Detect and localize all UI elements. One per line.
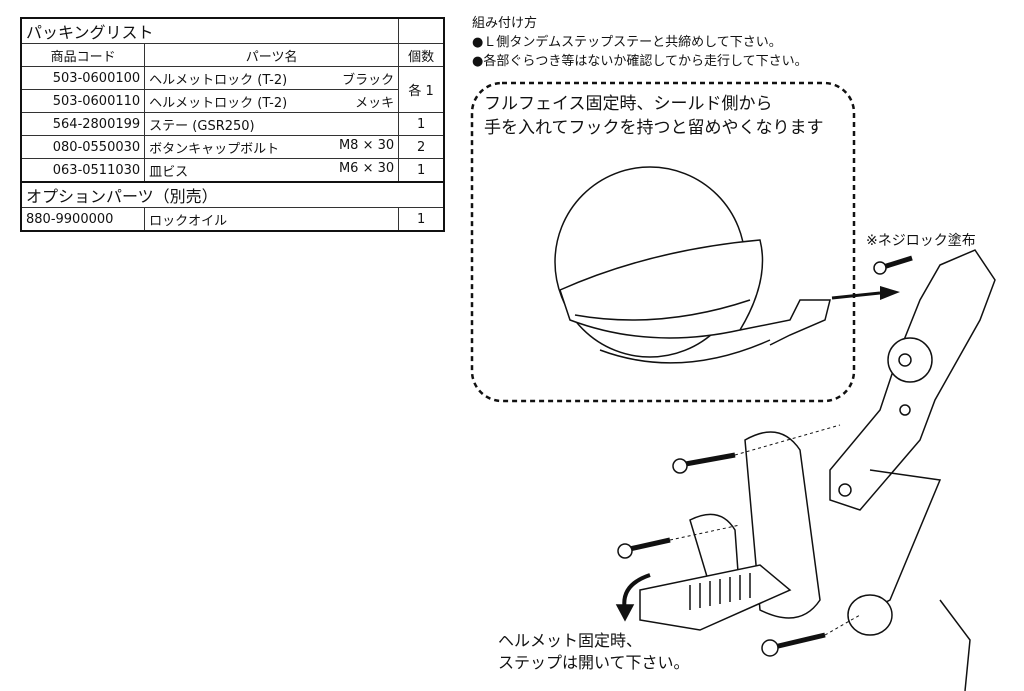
part-spec: ブラック [342,72,395,88]
assembly-step: ●Ｌ側タンデムステップステーと共締めして下さい。 [472,35,782,50]
qty: 1 [398,112,445,136]
part-spec: M8 × 30 [338,137,395,153]
step-note-line: ステップは開いて下さい。 [498,653,690,672]
header-name: パーツ名 [144,43,400,67]
part-name: 皿ビス [149,164,189,180]
part-name: ヘルメットロック (T-2) [149,95,288,111]
callout-box [470,81,856,403]
part-name: ヘルメットロック (T-2) [149,72,288,88]
callout-line: フルフェイス固定時、シールド側から [484,94,773,114]
qty: 2 [398,135,445,159]
code: 880-9900000 [20,207,146,232]
assembly-instructions: 組み付け方 ●Ｌ側タンデムステップステーと共締めして下さい。 ●各部ぐらつき等は… [472,14,808,71]
part-name: ボタンキャップボルト [149,141,280,157]
qty: 各 1 [398,66,445,113]
helmet-illustration [554,166,831,364]
option-title: オプションパーツ（別売） [20,181,445,208]
step-note: ヘルメット固定時、 ステップは開いて下さい。 [498,630,690,674]
code: 503-0600110 [20,89,146,113]
code: 564-2800199 [20,112,146,136]
qty: 1 [398,207,445,232]
code: 080-0550030 [20,135,146,159]
assembly-title: 組み付け方 [472,16,538,31]
code: 063-0511030 [20,158,146,183]
callout-line: 手を入れてフックを持つと留めやくなります [484,118,824,138]
arrow [831,291,881,300]
callout-text: フルフェイス固定時、シールド側から 手を入れてフックを持つと留めやくなります [484,92,824,140]
bracket-illustration [615,249,996,691]
step-note-line: ヘルメット固定時、 [498,631,643,650]
arrow-head [880,286,900,300]
assembly-step: ●各部ぐらつき等はないか確認してから走行して下さい。 [472,54,808,69]
part-spec: M6 × 30 [338,160,395,176]
screw-lock-note: ※ネジロック塗布 [866,233,976,249]
part-name: ロックオイル [144,207,400,232]
part-spec: メッキ [355,95,395,111]
part-name: ステー (GSR250) [149,118,255,134]
